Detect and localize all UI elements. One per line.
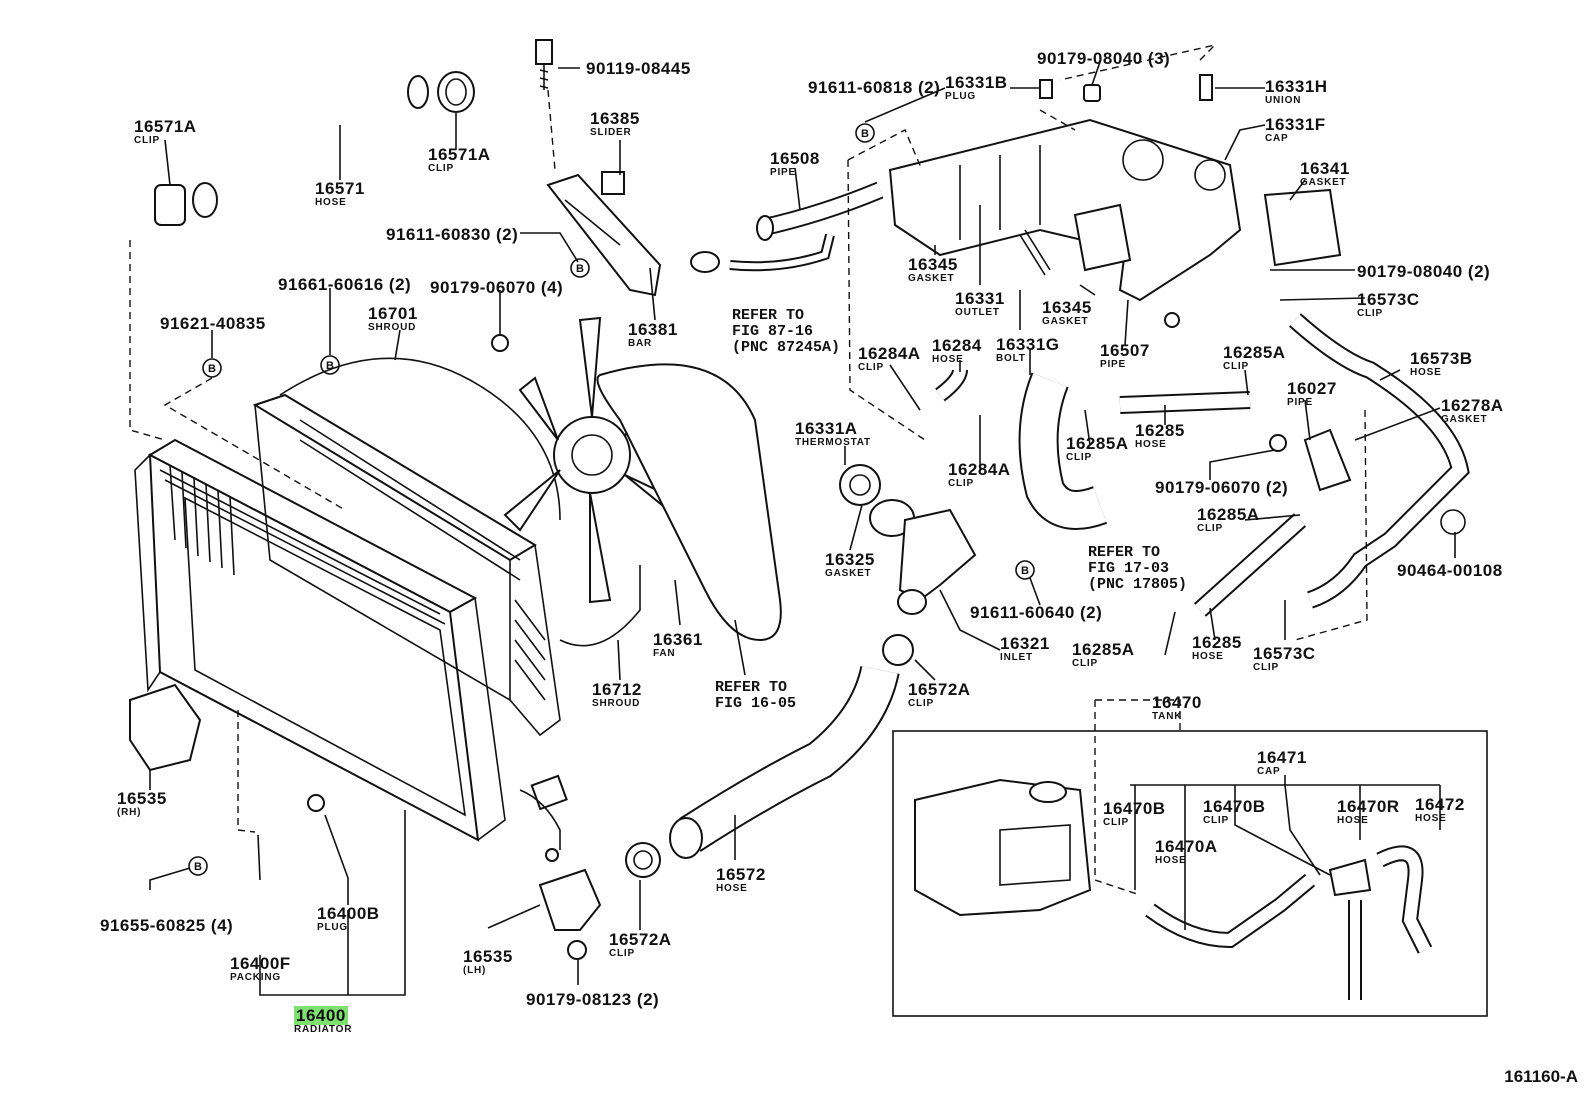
label-91611-60640: 91611-60640 (2) bbox=[970, 603, 1103, 622]
label-90119-08445: 90119-08445 bbox=[586, 59, 691, 78]
water-inlet bbox=[898, 508, 977, 602]
label-90179-08040-3: 90179-08040 (3) bbox=[1037, 49, 1171, 68]
label-16535-rh: 16535(RH) bbox=[117, 789, 167, 818]
label-90179-06070-4: 90179-06070 (4) bbox=[430, 278, 564, 297]
water-outlet bbox=[888, 118, 1242, 302]
bracket-lh bbox=[538, 868, 602, 931]
diagram-code: 161160-A bbox=[1504, 1067, 1578, 1086]
svg-text:B: B bbox=[576, 263, 584, 275]
label-91661-60616: 91661-60616 (2) bbox=[278, 275, 412, 294]
refer-fig-17-03: REFER TO FIG 17-03 (PNC 17805) bbox=[1088, 544, 1188, 593]
svg-text:B: B bbox=[194, 861, 202, 873]
refer-fig-16-05: REFER TO FIG 16-05 bbox=[715, 679, 797, 712]
label-91611-60830: 91611-60830 (2) bbox=[386, 225, 519, 244]
refer-fig-87-16: REFER TO FIG 87-16 (PNC 87245A) bbox=[732, 307, 841, 356]
label-91611-60818: 91611-60818 (2) bbox=[808, 78, 941, 97]
reservoir-tank bbox=[914, 778, 1092, 917]
label-90179-06070-2: 90179-06070 (2) bbox=[1155, 478, 1289, 497]
label-90464-00108: 90464-00108 bbox=[1397, 561, 1503, 580]
shroud-drawing bbox=[252, 357, 561, 737]
svg-text:B: B bbox=[861, 128, 869, 140]
radiator-part-number[interactable]: 16400 bbox=[294, 1006, 348, 1025]
tank-box bbox=[892, 730, 1488, 1017]
svg-text:B: B bbox=[326, 360, 334, 372]
fan-belt bbox=[596, 363, 782, 642]
label-90179-08123: 90179-08123 (2) bbox=[526, 990, 660, 1009]
label-16535-lh: 16535(LH) bbox=[463, 947, 513, 976]
radiator-drawing bbox=[134, 438, 568, 862]
bracket-rh bbox=[129, 683, 202, 772]
svg-text:B: B bbox=[1021, 565, 1029, 577]
label-91621-40835: 91621-40835 bbox=[160, 314, 266, 333]
label-91655-60825: 91655-60825 (4) bbox=[100, 916, 234, 935]
bar-16381 bbox=[546, 173, 662, 297]
svg-text:B: B bbox=[208, 363, 216, 375]
label-90179-08040-2: 90179-08040 (2) bbox=[1357, 262, 1491, 281]
